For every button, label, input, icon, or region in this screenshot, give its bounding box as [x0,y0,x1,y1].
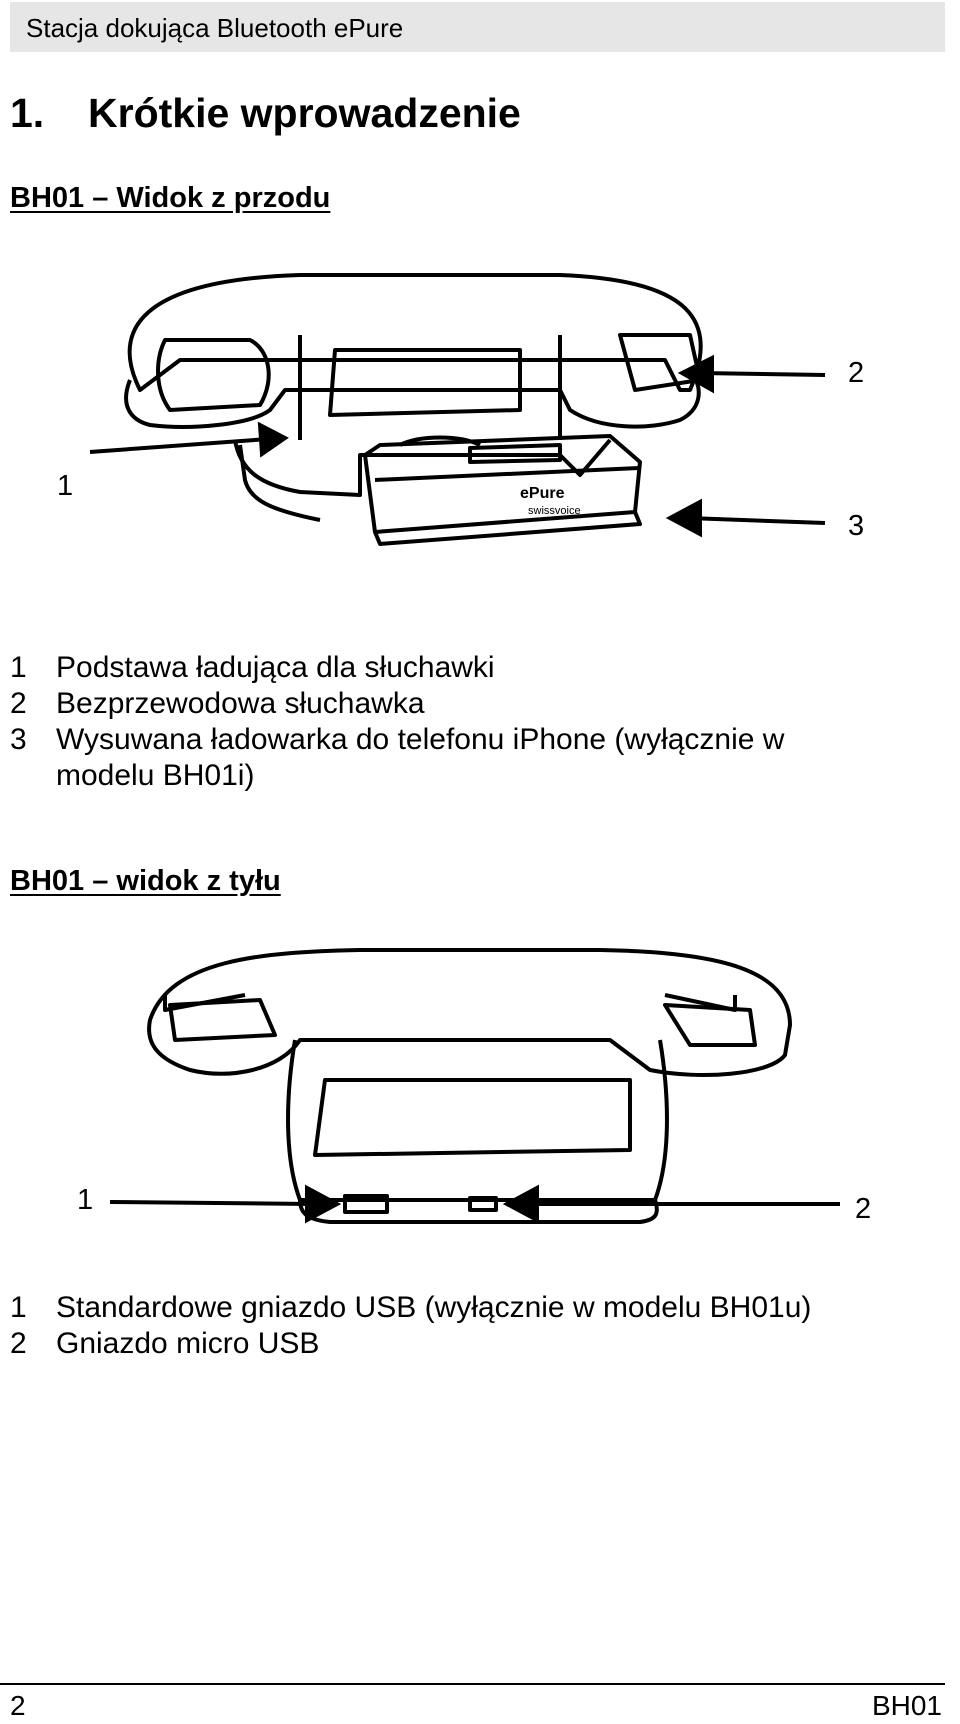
legend-number: 1 [10,651,27,684]
base-outline [286,1039,669,1202]
back-callout-2-arrowhead [502,1184,539,1224]
section-title: Krótkie wprowadzenie [88,90,521,136]
running-header: Stacja dokująca Bluetooth ePure [10,2,945,52]
page-number: 2 [10,1690,26,1721]
legend-text: Standardowe gniazdo USB (wyłącznie w mod… [56,1291,812,1324]
front-callout-1: 1 [57,470,74,502]
legend-item: 3 Wysuwana ładowarka do telefonu iPhone (… [10,722,860,794]
legend-text: Gniazdo micro USB [56,1327,320,1360]
legend-text: Wysuwana ładowarka do telefonu iPhone (w… [56,723,785,792]
legend-item: 2 Bezprzewodowa słuchawka [10,686,860,722]
front-brand-sub: swissvoice [528,505,581,517]
section-heading: 1. Krótkie wprowadzenie [10,90,521,137]
legend-text: Bezprzewodowa słuchawka [56,687,425,720]
front-brand-logo: ePure [520,485,565,502]
front-callout-3: 3 [848,510,865,542]
footer-model: BH01 [871,1690,942,1721]
back-view-illustration [109,948,840,1224]
back-view-heading: BH01 – widok z tyłu [10,865,281,897]
section-number: 1. [10,90,45,136]
legend-number: 3 [10,723,27,756]
legend-number: 2 [10,687,27,720]
front-view-illustration: ePure swissvoice [89,273,826,546]
legend-number: 1 [10,1291,27,1324]
legend-item: 1 Podstawa ładująca dla słuchawki [10,650,860,686]
back-callout-1: 1 [77,1184,94,1216]
micro-usb-port [468,1196,498,1212]
back-view-legend: 1 Standardowe gniazdo USB (wyłącznie w mo… [10,1290,880,1362]
back-callout-1-arrowhead [305,1184,342,1224]
usb-port [343,1194,389,1214]
front-view-heading: BH01 – Widok z przodu [10,182,331,214]
base-outline [233,438,612,497]
callout-2-line [699,371,826,377]
back-callout-1-line [109,1200,313,1206]
legend-text: Podstawa ładująca dla słuchawki [56,651,495,684]
handset-outline [147,948,792,1077]
legend-item: 2 Gniazdo micro USB [10,1326,880,1362]
legend-item: 1 Standardowe gniazdo USB (wyłącznie w mo… [10,1290,880,1326]
back-callout-2: 2 [855,1193,872,1225]
front-view-legend: 1 Podstawa ładująca dla słuchawki 2 Bezprz… [10,650,860,794]
callout-1-arrowhead [257,421,289,458]
front-callout-2: 2 [848,357,865,389]
callout-1-line [89,437,269,454]
legend-number: 2 [10,1327,27,1360]
handset-outline [127,273,703,392]
callout-3-line [687,516,826,525]
running-header-title: Stacja dokująca Bluetooth ePure [26,13,404,43]
callout-3-arrowhead [665,498,702,538]
callout-2-arrowhead [677,354,714,394]
footer-divider [0,1683,945,1685]
